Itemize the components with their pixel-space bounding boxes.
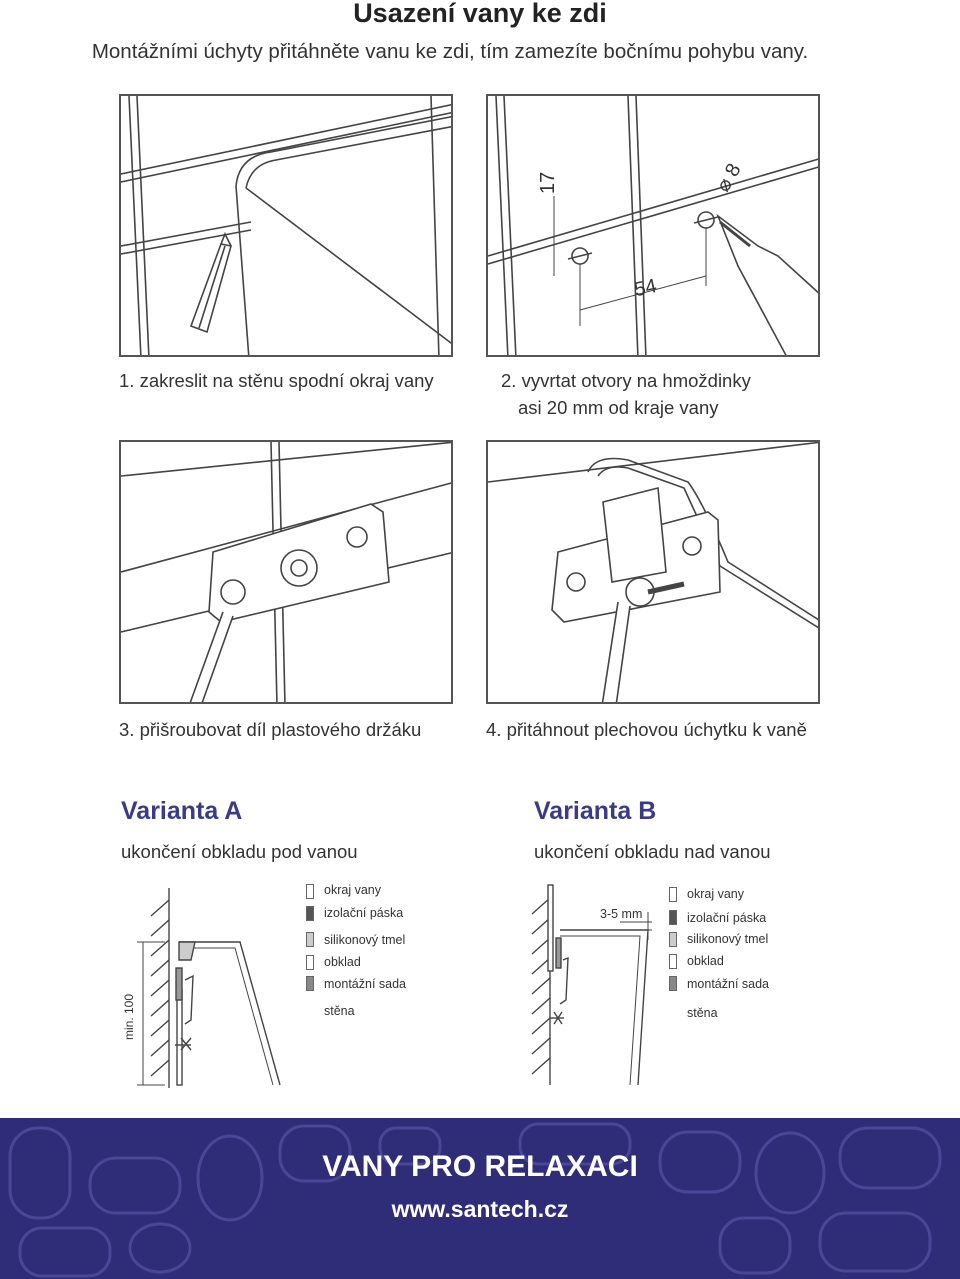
dim-54-label: 54 [632,275,658,301]
legend-b-okraj-vany: okraj vany [687,887,744,901]
variant-b-diagram [531,884,652,1086]
legend-a-stena: stěna [324,1004,355,1018]
step-4-illustration [486,440,820,704]
footer-title: VANY PRO RELAXACI [322,1150,638,1183]
legend-b-silikonovy-tmel: silikonový tmel [687,932,769,946]
dim-17-label: 17 [537,172,559,194]
page-subtitle: Montážními úchyty přitáhněte vanu ke zdi… [91,40,809,63]
legend-b-swatch-silikon [669,932,677,947]
legend-a-izolacni-paska: izolační páska [324,906,404,920]
variant-a-dimension: min. 100 [122,994,136,1040]
step-1-illustration [119,94,453,357]
step-3-caption: 3. přišroubovat díl plastového držáku [119,719,422,740]
variant-b-title: Varianta B [534,797,657,825]
page-title: Usazení vany ke zdi [353,0,607,28]
variant-b-dimension: 3-5 mm [600,907,643,921]
legend-b-swatch-okraj [669,887,677,902]
legend-a-okraj-vany: okraj vany [324,883,381,897]
step-2-caption-line2: asi 20 mm od kraje vany [518,397,719,418]
step-1-caption: 1. zakreslit na stěnu spodní okraj vany [119,370,434,391]
footer-url[interactable]: www.santech.cz [391,1196,569,1222]
legend-a-swatch-izolacni [306,906,314,921]
legend-b-swatch-montazni [669,976,677,991]
legend-b-swatch-izolacni [669,910,677,925]
step-3-illustration [119,440,453,704]
legend-b-swatch-obklad [669,954,677,969]
variant-b-subtitle: ukončení obkladu nad vanou [534,841,771,862]
variant-a-subtitle: ukončení obkladu pod vanou [121,841,358,862]
legend-a-silikonovy-tmel: silikonový tmel [324,933,406,947]
variant-a-title: Varianta A [121,797,243,825]
legend-a-obklad: obklad [324,955,361,969]
step-2-caption-line1: 2. vyvrtat otvory na hmoždinky [501,370,751,391]
bathtub-pattern-icon [8,1122,942,1278]
footer-banner [0,1118,960,1279]
legend-a-swatch-okraj [306,884,314,899]
legend-b-montazni-sada: montážní sada [687,977,769,991]
legend-b-obklad: obklad [687,954,724,968]
legend-b-stena: stěna [687,1006,718,1020]
step-2-illustration: 17 ⌀ 8 54 [486,94,820,357]
legend-a-montazni-sada: montážní sada [324,977,406,991]
step-4-caption: 4. přitáhnout plechovou úchytku k vaně [486,719,807,740]
legend-a-swatch-silikon [306,932,314,947]
legend-b-izolacni-paska: izolační páska [687,911,767,925]
legend-a-swatch-montazni [306,976,314,991]
variant-a-diagram: min. 100 [122,888,281,1088]
legend-a-swatch-obklad [306,955,314,970]
